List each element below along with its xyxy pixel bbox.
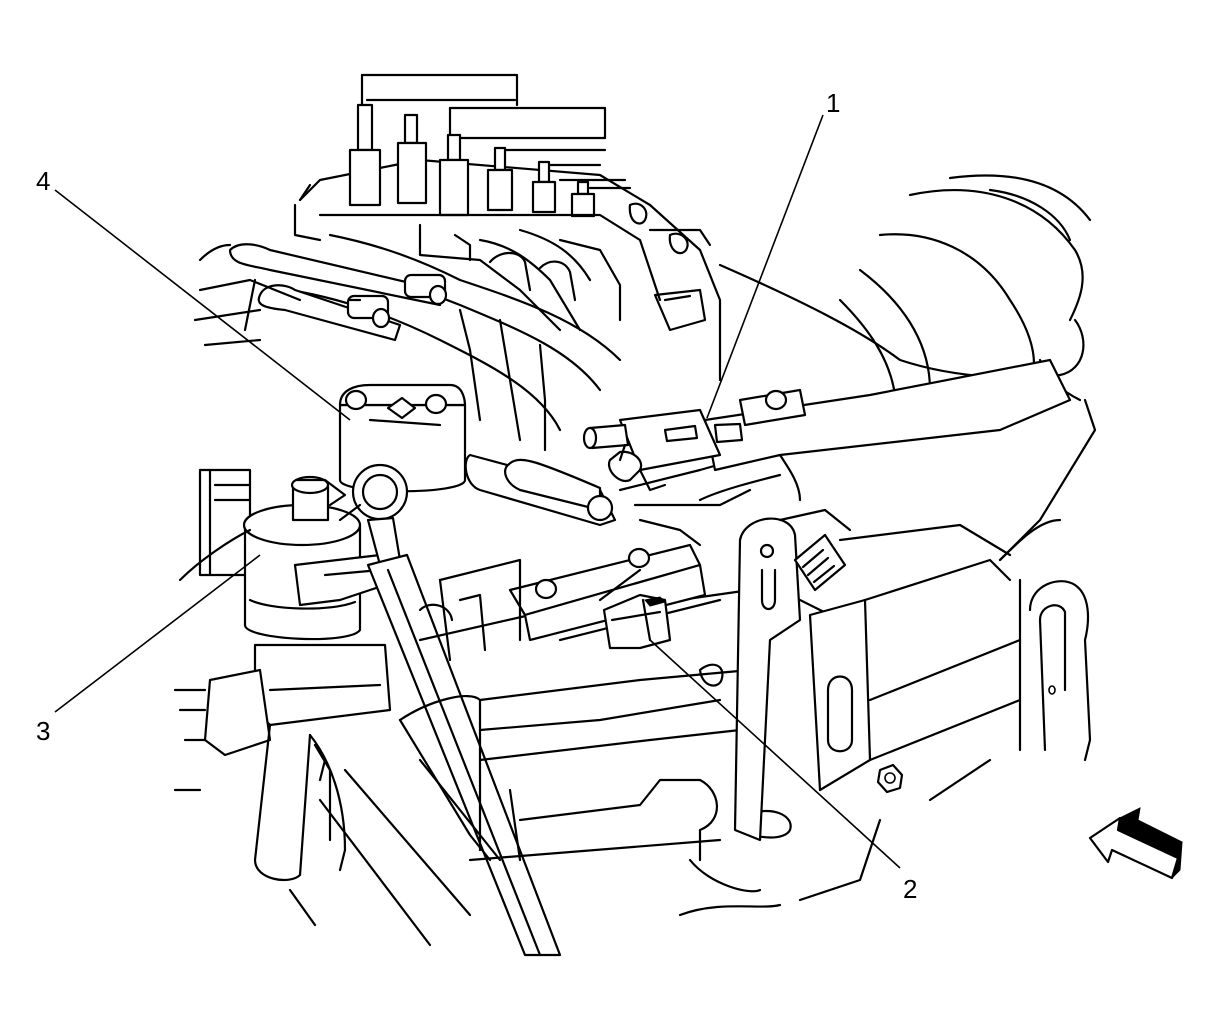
- leader-4: [54, 189, 351, 421]
- direction-arrow-icon: [1088, 807, 1183, 880]
- callout-1: 1: [826, 88, 840, 118]
- callout-labels: 1 2 3 4: [36, 88, 917, 904]
- leader-2: [649, 639, 901, 869]
- leader-3: [54, 554, 261, 713]
- callout-4: 4: [36, 166, 50, 196]
- callout-2: 2: [903, 874, 917, 904]
- leader-1: [706, 114, 824, 419]
- engine-block-outline: [173, 73, 1097, 957]
- callout-3: 3: [36, 716, 50, 746]
- leader-lines: [54, 114, 901, 869]
